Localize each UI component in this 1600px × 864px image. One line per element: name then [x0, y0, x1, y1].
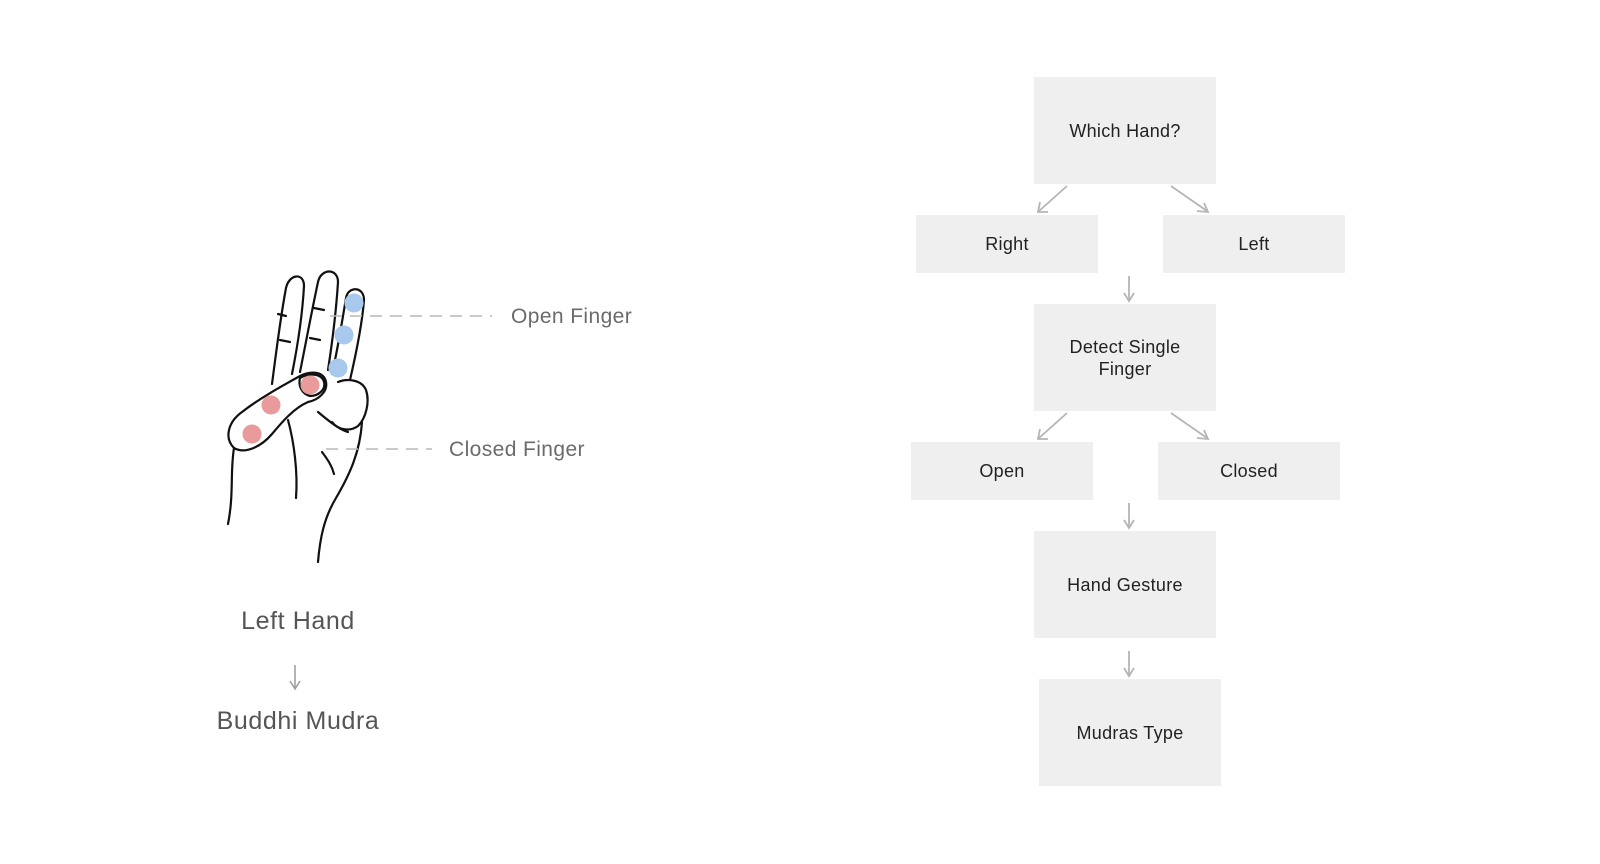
- right-hand-node-label: Right: [985, 234, 1029, 254]
- hand-gesture-node-label: Hand Gesture: [1067, 574, 1183, 595]
- which-hand-node: Which Hand?: [1034, 77, 1216, 184]
- left-hand-node-label: Left: [1238, 234, 1270, 254]
- knuckle-line: [278, 338, 292, 344]
- wrist-outline: [316, 420, 364, 564]
- hand-illustration: [226, 270, 369, 564]
- little-finger-outline: [330, 379, 369, 431]
- arrow-to-detect: [1123, 276, 1135, 303]
- thumb-nail: [298, 373, 326, 398]
- palm-crease: [316, 410, 350, 434]
- open-finger-dot: [328, 358, 348, 378]
- arrow-which-to-left: [1170, 185, 1210, 214]
- hand-to-mudra-arrow: [289, 665, 301, 691]
- arrow-to-hand-gesture: [1123, 503, 1135, 530]
- closed-finger-dot: [242, 424, 262, 444]
- palm-crease: [320, 450, 336, 476]
- mudras-type-node-label: Mudras Type: [1076, 722, 1184, 743]
- hand-gesture-node: Hand Gesture: [1034, 531, 1216, 638]
- detect-single-finger-node: Detect Single Finger: [1034, 304, 1216, 411]
- open-finger-node-label: Open: [979, 461, 1025, 481]
- closed-finger-node: Closed: [1158, 442, 1340, 500]
- middle-finger-outline: [298, 270, 340, 374]
- closed-finger-dot: [300, 375, 320, 395]
- mudras-type-node: Mudras Type: [1039, 679, 1221, 786]
- closed-finger-label: Closed Finger: [449, 438, 585, 461]
- detect-node-label-line1: Detect Single: [1069, 336, 1181, 357]
- knuckle-line: [312, 306, 326, 312]
- arrow-to-mudras-type: [1123, 651, 1135, 678]
- closed-finger-dot: [261, 395, 281, 415]
- mudra-name-label: Buddhi Mudra: [216, 707, 380, 735]
- knuckle-line: [276, 312, 288, 318]
- hand-side-label: Left Hand: [241, 607, 355, 635]
- arrow-detect-to-closed: [1170, 412, 1210, 441]
- which-hand-node-label: Which Hand?: [1069, 120, 1181, 141]
- open-finger-dot: [334, 325, 354, 345]
- arrow-detect-to-open: [1036, 412, 1068, 440]
- knuckle-line: [308, 336, 322, 342]
- closed-finger-node-label: Closed: [1220, 461, 1278, 481]
- arrow-which-to-right: [1036, 185, 1068, 213]
- detect-node-label-line2: Finger: [1098, 358, 1152, 379]
- left-hand-node: Left: [1163, 215, 1345, 273]
- right-hand-node: Right: [916, 215, 1098, 273]
- open-finger-node: Open: [911, 442, 1093, 500]
- thumb-outline: [227, 371, 328, 452]
- open-finger-dot: [344, 293, 364, 313]
- open-finger-label: Open Finger: [511, 305, 633, 328]
- palm-crease: [286, 418, 298, 500]
- index-finger-outline: [270, 275, 306, 386]
- palm-outline: [226, 446, 236, 526]
